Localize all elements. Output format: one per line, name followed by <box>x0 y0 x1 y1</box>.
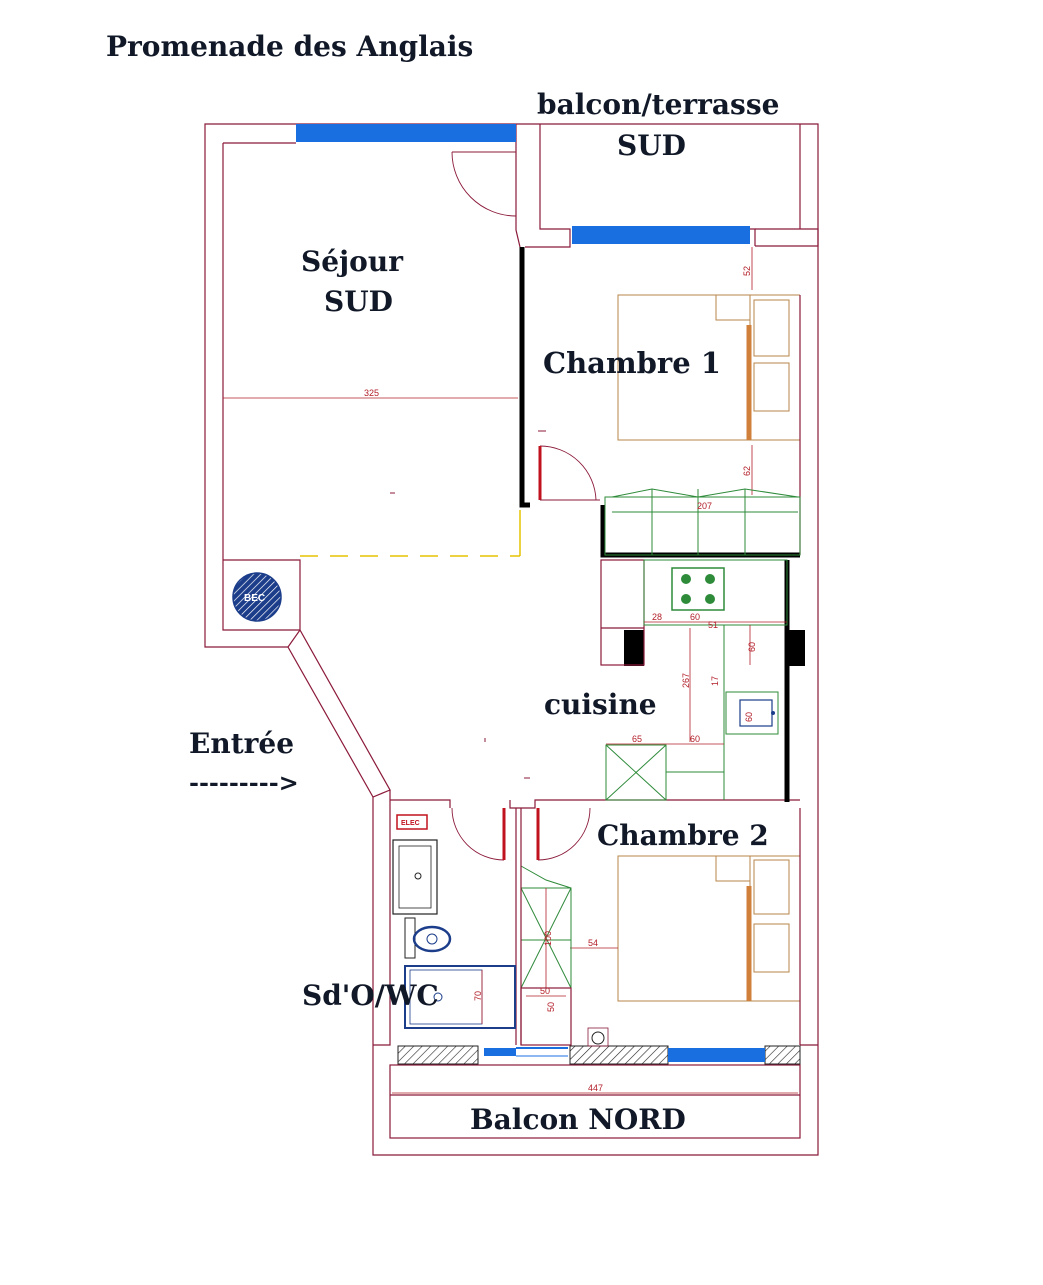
living-label: Séjour <box>301 245 404 278</box>
closet1: 207 <box>604 488 801 556</box>
bathroom-label: Sd'O/WC <box>302 979 439 1012</box>
elec-panel: ELEC <box>396 814 428 830</box>
street-title: Promenade des Anglais <box>106 30 473 63</box>
elec-label: ELEC <box>401 820 420 827</box>
boiler-label: BEC <box>244 593 265 604</box>
closet2: 100 50 50 <box>520 865 609 1047</box>
dim-kitchen-60b: 60 <box>747 642 757 652</box>
dim-bed1-bottom: 62 <box>742 466 752 476</box>
kitchen-label: cuisine <box>544 688 657 721</box>
dim-bath-70: 70 <box>473 991 483 1001</box>
bedroom2-furniture: 54 <box>570 808 801 1045</box>
dim-kitchen-28: 28 <box>652 612 662 622</box>
dim-kitchen-65: 65 <box>632 734 642 744</box>
dim-bed1-top: 52 <box>742 266 752 276</box>
entrance-label: Entrée <box>189 727 294 760</box>
doors <box>451 151 600 861</box>
entrance-arrow: ---------> <box>189 768 299 797</box>
dim-bath-50b: 50 <box>546 1002 556 1012</box>
bathroom-fixtures: 70 <box>392 808 522 1045</box>
outer-walls <box>204 123 819 1156</box>
dim-bath-54: 54 <box>588 938 598 948</box>
dim-bath-50a: 50 <box>540 986 550 996</box>
living-orientation: SUD <box>324 285 393 318</box>
dim-closet1: 207 <box>697 501 712 511</box>
kitchen-furniture: 28 60 51 60 267 17 60 65 60 <box>600 559 788 801</box>
windows <box>296 124 765 1062</box>
boiler-icon: BEC <box>232 572 282 622</box>
dim-bath-100: 100 <box>543 931 553 946</box>
balcony-north-label: Balcon NORD <box>470 1103 686 1136</box>
dim-living: 325 <box>364 388 379 398</box>
bedroom1-label: Chambre 1 <box>543 346 721 380</box>
dim-kitchen-60c: 60 <box>744 712 754 722</box>
bedroom2-label: Chambre 2 <box>597 819 769 852</box>
dim-kitchen-60d: 60 <box>690 734 700 744</box>
balcony-south-label: balcon/terrasse <box>537 88 779 121</box>
bedroom1-furniture: 52 62 <box>617 247 801 555</box>
dim-balcony-447: 447 <box>588 1083 603 1093</box>
balcony-south-orientation: SUD <box>617 129 686 162</box>
dim-kitchen-17: 17 <box>710 676 720 686</box>
dim-kitchen-267: 267 <box>681 673 691 688</box>
dim-kitchen-51: 51 <box>708 620 718 630</box>
dim-kitchen-60a: 60 <box>690 612 700 622</box>
